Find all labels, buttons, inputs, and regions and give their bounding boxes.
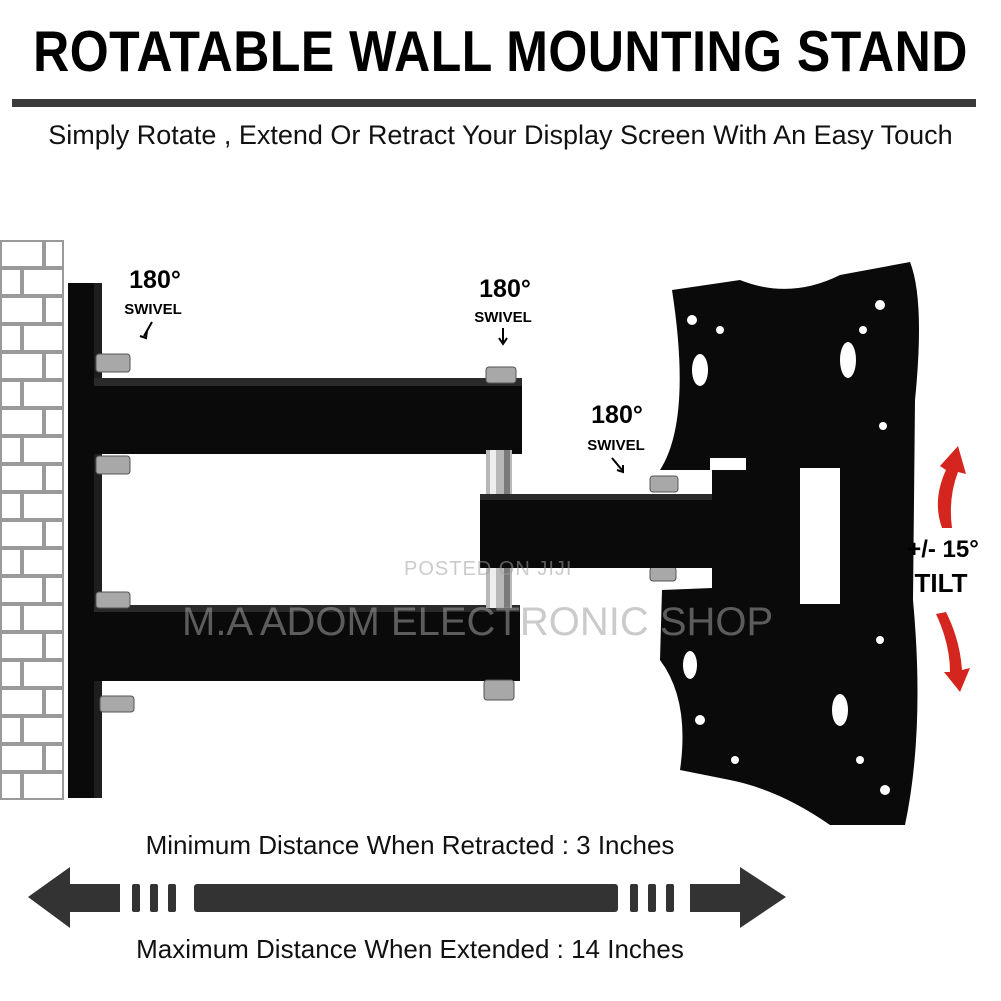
brick [0,464,44,492]
lower-arm [94,605,520,681]
brick [0,772,22,800]
subtitle: Simply Rotate , Extend Or Retract Your D… [48,120,953,150]
brick [0,352,44,380]
brick [22,268,64,296]
wall-plate [68,283,102,798]
swivel-label-3: 180° SWIVEL [587,401,645,474]
brick [0,268,22,296]
nuts [95,353,679,713]
tilt-value: +/- 15° [907,536,979,563]
max-distance-caption: Maximum Distance When Extended : 14 Inch… [136,934,684,964]
brick [22,660,64,688]
brick [0,380,22,408]
brick [0,492,22,520]
brick [22,492,64,520]
brick [0,296,44,324]
brick [44,520,64,548]
swivel-label-2: 180° SWIVEL [474,275,532,346]
swivel-word-2: SWIVEL [474,309,532,326]
tilt-down-arrow-icon [936,612,970,692]
min-distance-caption: Minimum Distance When Retracted : 3 Inch… [145,830,675,860]
brick [44,688,64,716]
swivel-angle-1: 180° [129,266,181,294]
extension-arm [480,494,718,568]
brick [22,436,64,464]
swivel-angle-2: 180° [479,275,531,303]
page-title: ROTATABLE WALL MOUNTING STAND [33,19,968,84]
brick [44,408,64,436]
brick [44,464,64,492]
brick [0,576,44,604]
brick [0,744,44,772]
tilt-label: +/- 15° TILT [907,536,979,598]
swivel-angle-3: 180° [591,401,643,429]
brick [44,296,64,324]
vesa-plate [660,262,919,825]
watermark-posted: POSTED ON JIJI [404,558,573,580]
brick [22,772,64,800]
swivel-word-1: SWIVEL [124,301,182,318]
brick-wall [0,240,64,815]
brick [44,352,64,380]
brick [22,604,64,632]
brick [22,324,64,352]
tilt-up-arrow-icon [937,446,966,528]
brick [0,436,22,464]
brick [44,744,64,772]
brick [22,380,64,408]
distance-double-arrow-icon [28,867,786,928]
watermark-shop: M.A ADOM ELECTRONIC SHOP [182,600,774,644]
title-divider [12,99,976,107]
tilt-word: TILT [915,568,968,598]
brick [0,660,22,688]
brick [44,632,64,660]
brick [0,632,44,660]
brick [0,240,44,268]
swivel-label-1: 180° SWIVEL [124,266,182,340]
brick [44,576,64,604]
brick [44,240,64,268]
brick [0,408,44,436]
brick [0,716,22,744]
brick [0,324,22,352]
upper-arm [94,378,522,454]
brick [22,716,64,744]
brick [0,688,44,716]
brick [0,548,22,576]
brick [0,520,44,548]
swivel-word-3: SWIVEL [587,437,645,454]
brick [0,604,22,632]
brick [22,548,64,576]
